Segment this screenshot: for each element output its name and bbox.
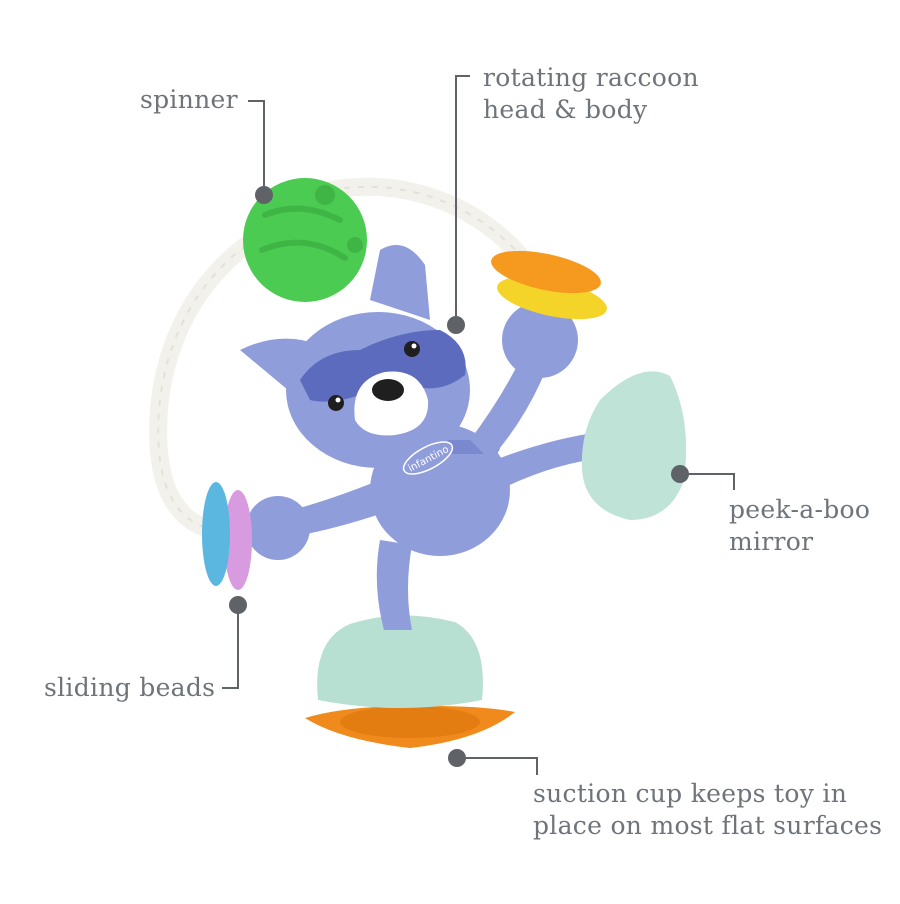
- dot-raccoon: [447, 316, 465, 334]
- leader-spinner: [248, 100, 265, 195]
- callout-spinner: spinner: [140, 84, 238, 116]
- dot-beads: [229, 596, 247, 614]
- callout-beads-line-1: sliding beads: [44, 673, 216, 702]
- raccoon-nose: [372, 379, 404, 401]
- callout-suction: suction cup keeps toy in place on most f…: [533, 778, 882, 842]
- bead-orange: [491, 250, 601, 294]
- leader-raccoon: [455, 75, 470, 322]
- raccoon-right-arm: [470, 360, 545, 460]
- callout-suction-line-1: suction cup keeps toy in: [533, 779, 848, 808]
- callout-raccoon-line-2: head & body: [483, 95, 648, 124]
- leader-lines: [222, 75, 735, 775]
- bead-pink: [224, 490, 252, 590]
- mirror: [581, 371, 687, 520]
- raccoon-ear-right: [370, 245, 430, 320]
- bead-blue: [202, 482, 230, 586]
- callout-mirror: peek-a-boo mirror: [729, 494, 870, 558]
- callout-suction-line-2: place on most flat surfaces: [533, 811, 883, 840]
- dot-mirror: [671, 465, 689, 483]
- dot-suction: [448, 749, 466, 767]
- raccoon-eye-left: [328, 395, 344, 411]
- callout-beads: sliding beads: [44, 672, 215, 704]
- callout-mirror-line-1: peek-a-boo: [729, 495, 871, 524]
- dot-spinner: [255, 186, 273, 204]
- raccoon-leg: [376, 540, 412, 630]
- callout-raccoon: rotating raccoon head & body: [483, 62, 699, 126]
- callout-mirror-line-2: mirror: [729, 527, 814, 556]
- leader-suction: [457, 757, 538, 775]
- callout-raccoon-line-1: rotating raccoon: [483, 63, 699, 92]
- raccoon-eye-right: [404, 341, 420, 357]
- raccoon-mask: [300, 330, 466, 402]
- callout-spinner-line-1: spinner: [140, 85, 238, 114]
- leader-beads: [222, 605, 239, 689]
- base: [317, 615, 483, 708]
- leader-dots: [229, 186, 689, 767]
- leader-mirror: [680, 473, 735, 490]
- raccoon-left-arm: [292, 480, 392, 536]
